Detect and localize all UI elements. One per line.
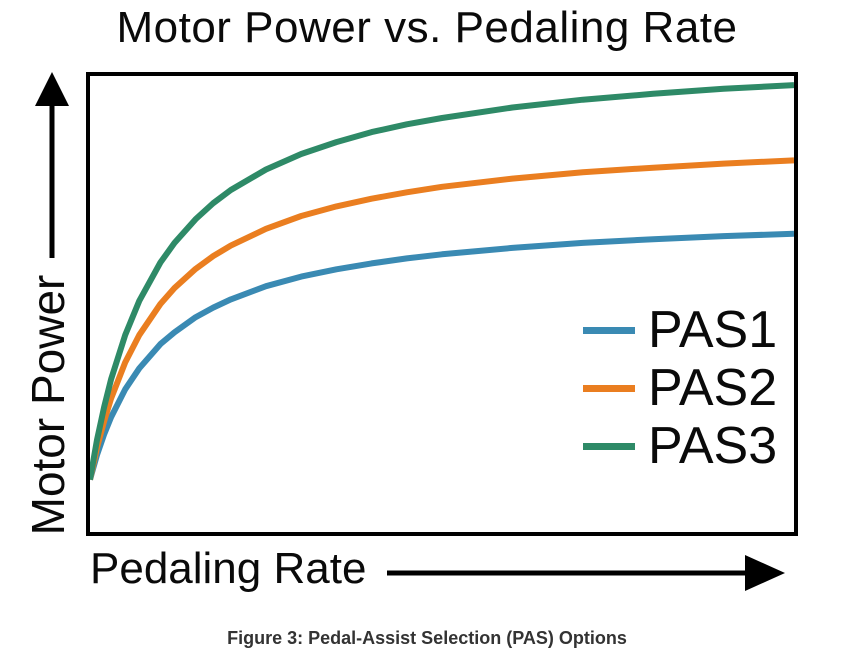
legend-item-pas2: PAS2: [583, 359, 777, 417]
chart-title: Motor Power vs. Pedaling Rate: [116, 3, 738, 52]
series-line-pas1: [90, 230, 794, 481]
figure-caption: Figure 3: Pedal-Assist Selection (PAS) O…: [227, 628, 627, 648]
legend-label-pas2: PAS2: [648, 359, 778, 417]
legend-swatch-pas3-icon: [583, 442, 635, 450]
series-line-pas2: [90, 157, 794, 481]
x-axis-arrow-icon: [387, 555, 785, 591]
series-line-pas3: [90, 82, 794, 481]
legend-item-pas3: PAS3: [583, 417, 777, 475]
y-axis-label: Motor Power: [22, 274, 74, 536]
legend-label-pas1: PAS1: [648, 301, 778, 359]
legend-swatch-pas1-icon: [583, 326, 635, 334]
y-axis-arrow-icon: [35, 72, 69, 258]
x-axis-label: Pedaling Rate: [90, 544, 367, 593]
plot-canvas: [90, 82, 794, 481]
legend-swatch-pas2-icon: [583, 384, 635, 392]
legend-label-pas3: PAS3: [648, 417, 778, 475]
legend-item-pas1: PAS1: [583, 301, 777, 359]
